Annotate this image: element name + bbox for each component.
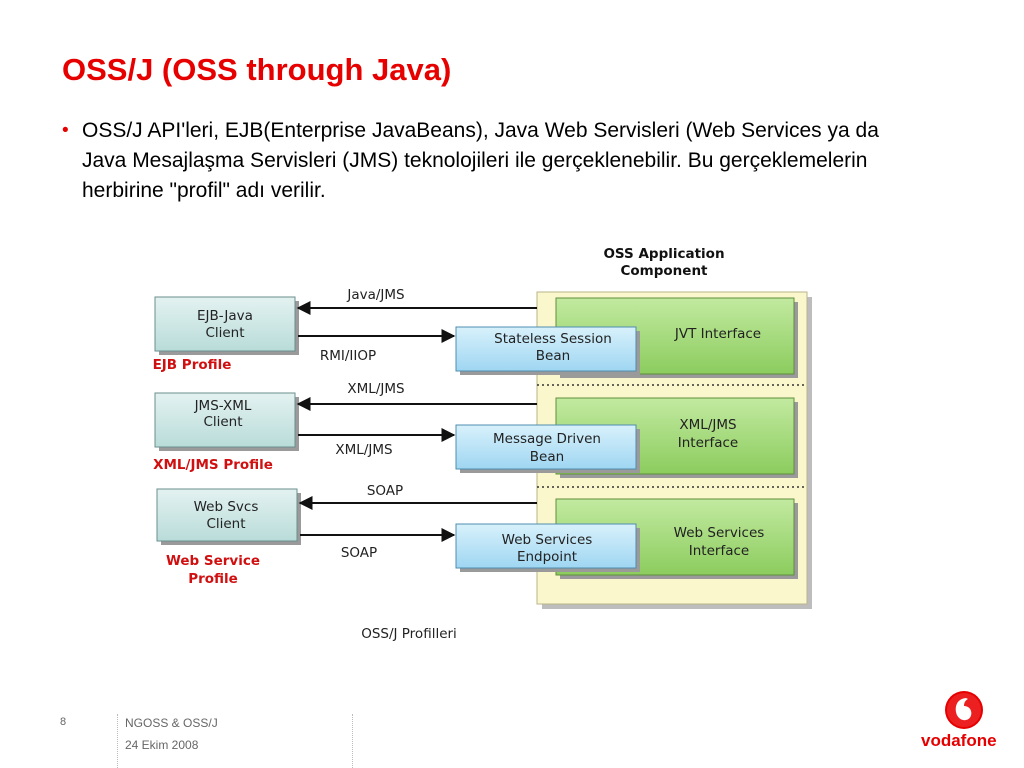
interface-label: Interface [678, 435, 738, 451]
bullet-dot-icon: • [62, 120, 69, 141]
client-label: Web Svcs [194, 499, 259, 515]
arrow-label: SOAP [367, 483, 403, 499]
profile-label: Profile [188, 571, 238, 587]
diagram-caption: OSS/J Profilleri [361, 626, 457, 642]
ejb-java-client-box [154, 296, 296, 352]
vodafone-logo-icon [945, 691, 983, 729]
client-label: JMS-XML [194, 398, 252, 414]
client-label: Client [203, 414, 242, 430]
bean-label: Bean [536, 348, 570, 364]
client-label: Client [205, 325, 244, 341]
client-label: EJB-Java [197, 308, 253, 324]
page-number: 8 [60, 716, 67, 728]
footer-date: 24 Ekim 2008 [125, 738, 199, 752]
client-label: Client [206, 516, 245, 532]
bean-label: Endpoint [517, 549, 577, 565]
profile-label: EJB Profile [153, 357, 232, 373]
bean-label: Web Services [502, 532, 593, 548]
stateless-session-bean-box [455, 326, 637, 372]
footer-divider [117, 714, 118, 768]
interface-label: JVT Interface [674, 326, 761, 342]
arrow-label: XML/JMS [335, 442, 392, 458]
vodafone-wordmark: vodafone [921, 731, 997, 750]
jms-xml-client-box [154, 392, 296, 448]
web-services-endpoint-box [455, 523, 637, 569]
arrow-label: RMI/IIOP [320, 348, 376, 364]
message-driven-bean-box [455, 424, 637, 470]
arrow-label: XML/JMS [347, 381, 404, 397]
slide-title: OSS/J (OSS through Java) [62, 52, 452, 87]
profile-label: XML/JMS Profile [153, 457, 273, 473]
bean-label: Message Driven [493, 431, 601, 447]
arrow-label: SOAP [341, 545, 377, 561]
component-title-line2: Component [620, 263, 708, 279]
profile-label: Web Service [166, 553, 260, 569]
component-title-line1: OSS Application [603, 246, 724, 262]
interface-label: XML/JMS [679, 417, 736, 433]
interface-label: Interface [689, 543, 749, 559]
web-svcs-client-box [156, 488, 298, 542]
bean-label: Stateless Session [494, 331, 612, 347]
bean-label: Bean [530, 449, 564, 465]
footer-title: NGOSS & OSS/J [125, 716, 218, 730]
footer-divider [352, 714, 353, 768]
interface-label: Web Services [674, 525, 765, 541]
arrow-label: Java/JMS [346, 287, 404, 303]
bullet-text: OSS/J API'leri, EJB(Enterprise JavaBeans… [82, 119, 879, 202]
